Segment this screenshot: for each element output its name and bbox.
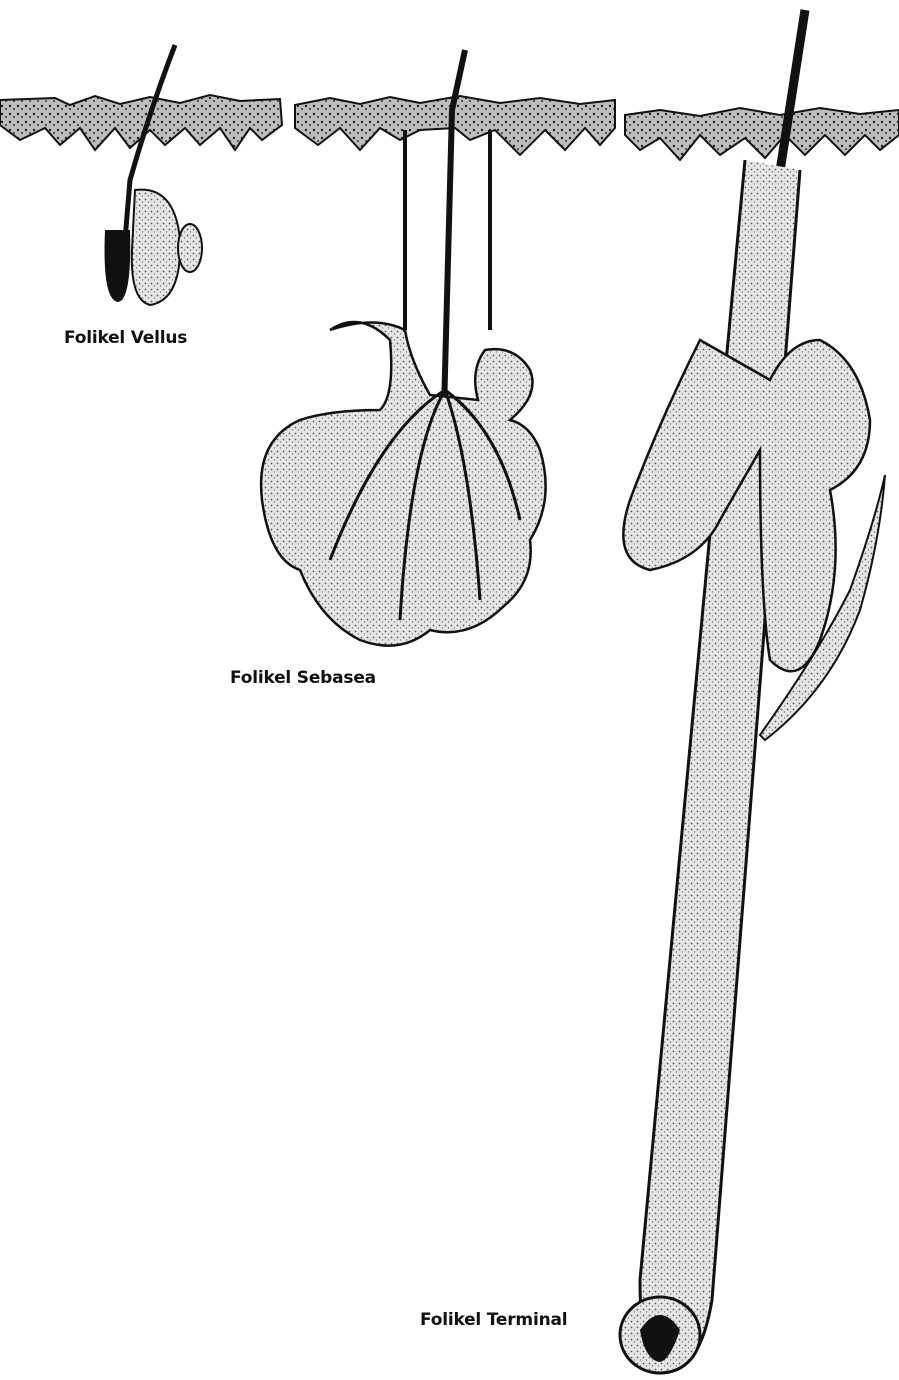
terminal-follicle (620, 10, 899, 1373)
sebasea-gland-lobes (261, 322, 546, 646)
vellus-sebaceous-gland (132, 190, 180, 305)
vellus-bulb (105, 230, 131, 302)
label-folikel-sebasea: Folikel Sebasea (230, 668, 376, 688)
terminal-skin-surface (625, 108, 899, 160)
vellus-small-gland (178, 224, 202, 272)
vellus-follicle (0, 45, 282, 305)
terminal-sheath (640, 160, 800, 1372)
label-folikel-terminal: Folikel Terminal (420, 1310, 567, 1330)
label-folikel-vellus: Folikel Vellus (64, 328, 187, 348)
sebaceous-follicle (261, 50, 615, 646)
